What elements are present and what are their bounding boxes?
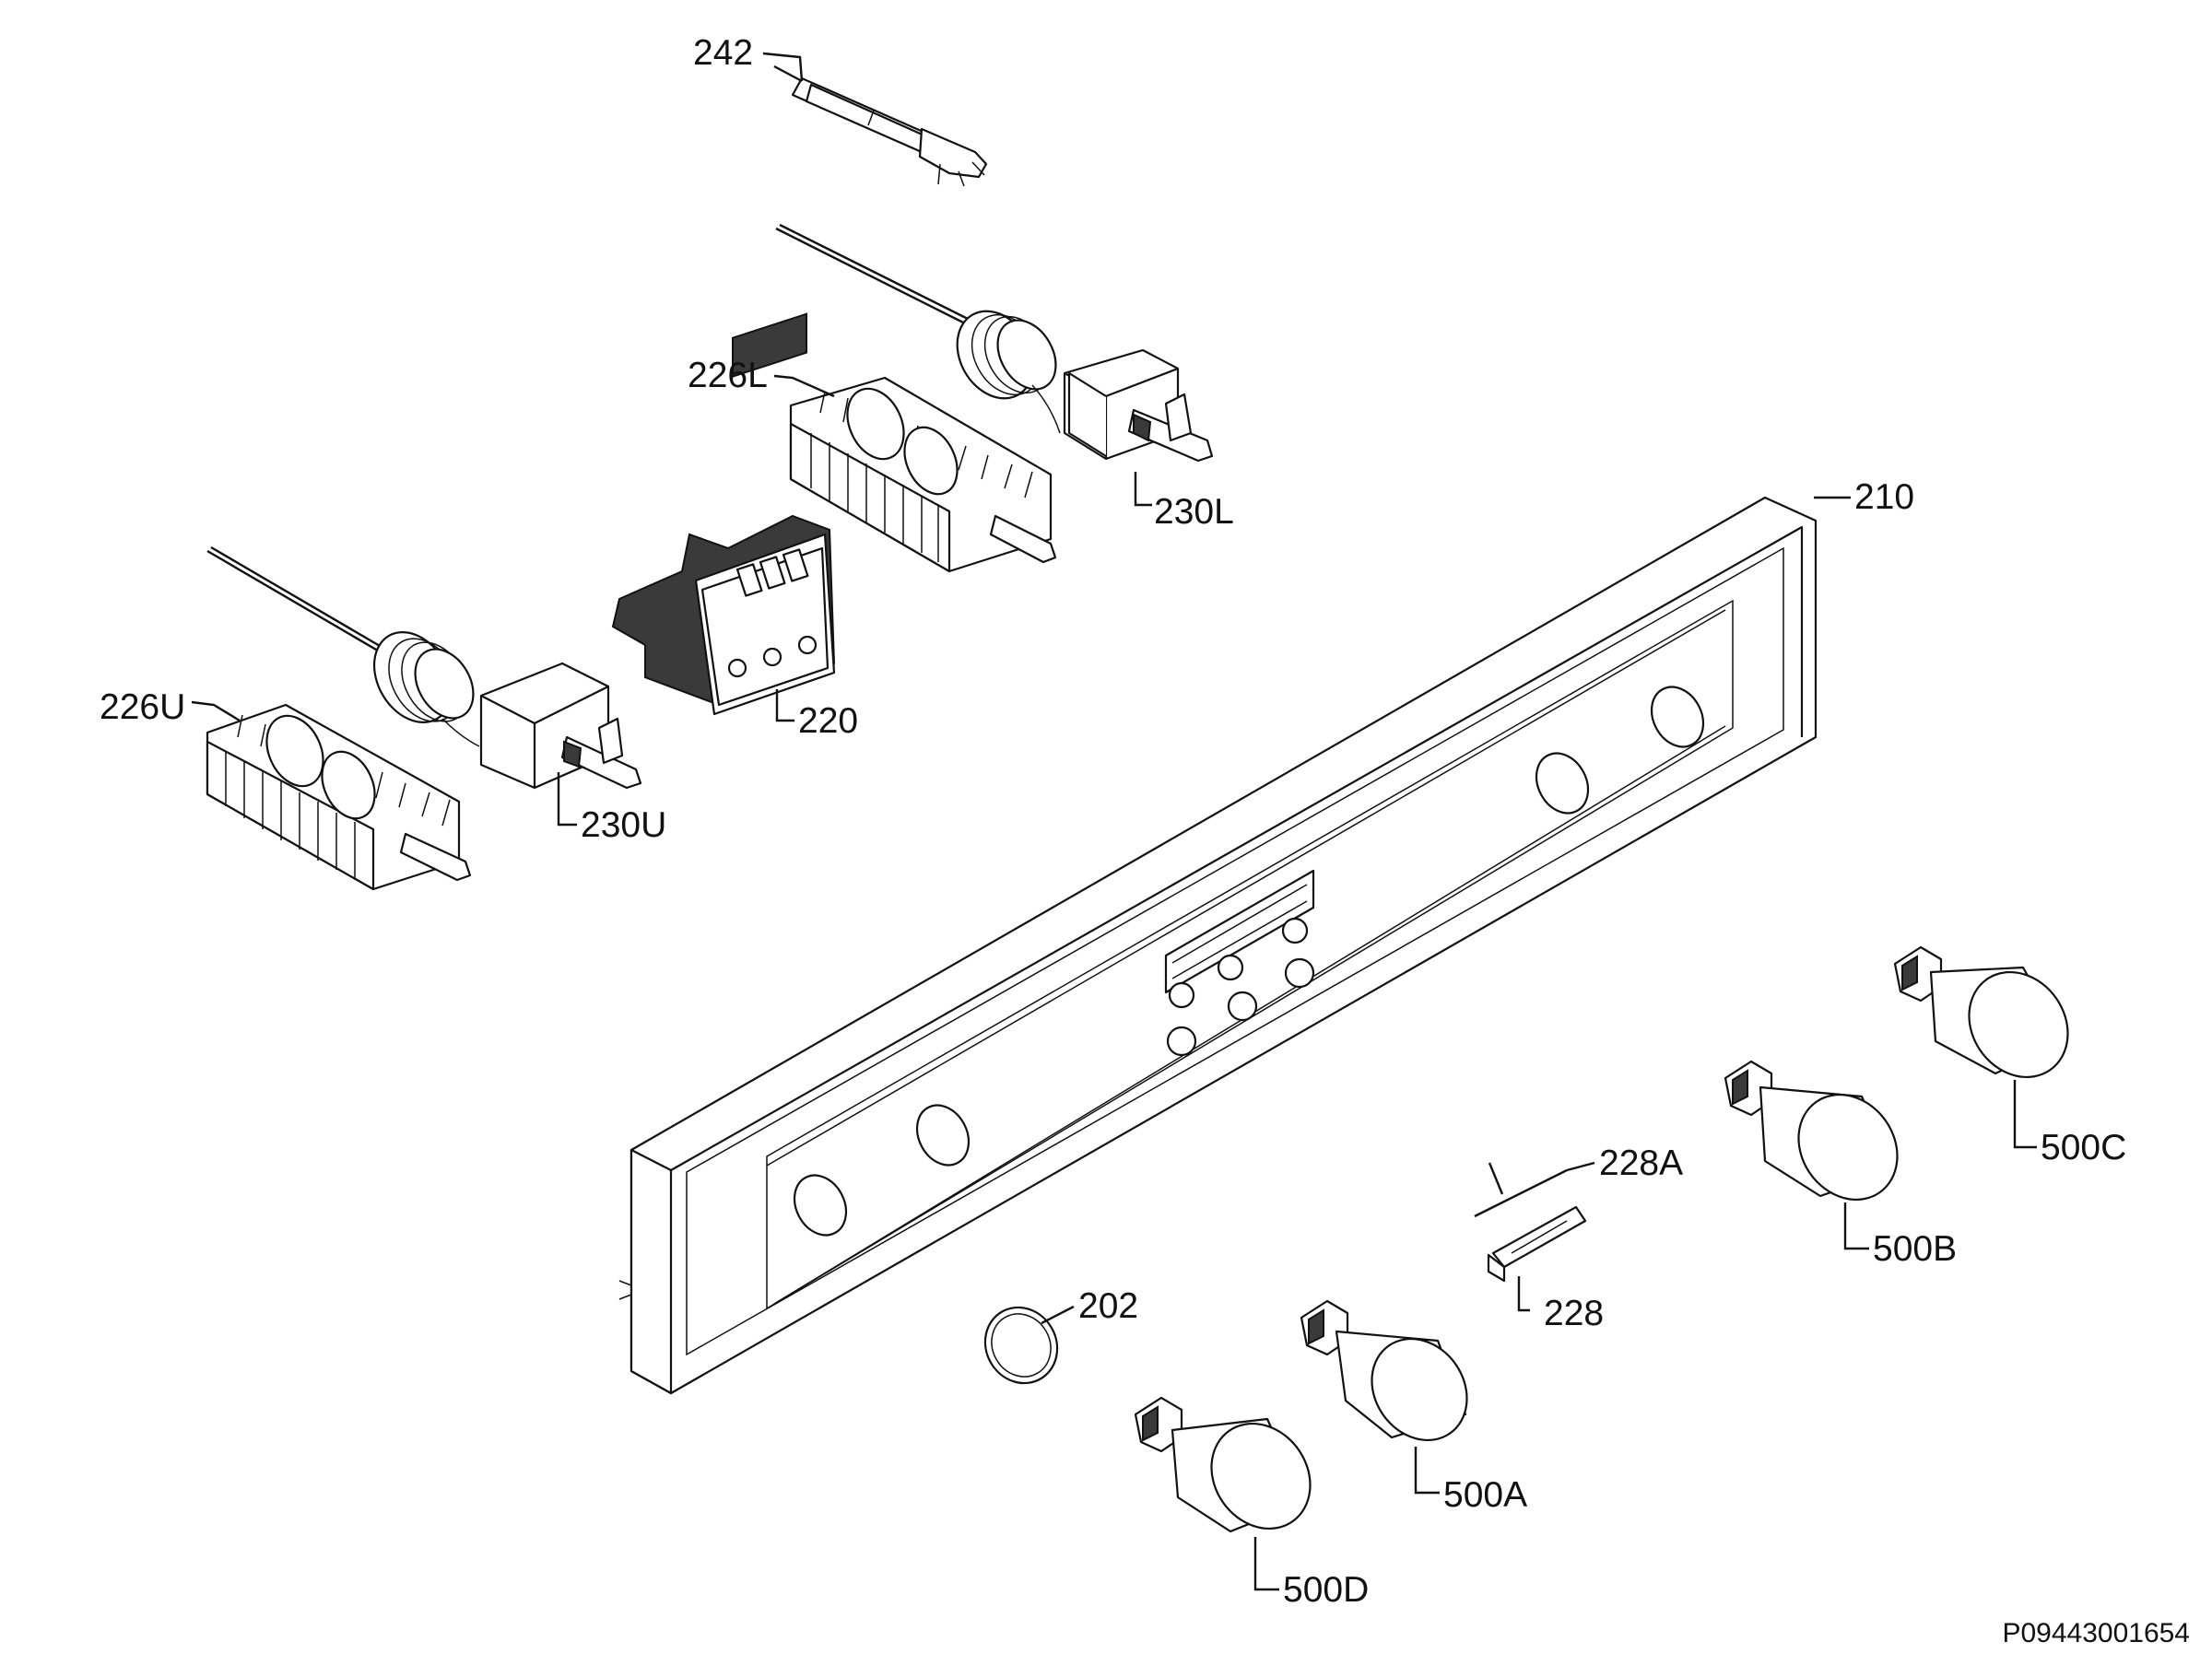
label-202: 202 [1078,1286,1138,1326]
label-226U: 226U [100,687,185,727]
timer-display-digits [735,548,809,597]
timer-button-2 [762,647,782,667]
part-228-switch [1487,1205,1587,1283]
part-500D-knob [1134,1396,1312,1533]
panel-button-5 [1217,954,1244,981]
document-number: P09443001654 [2002,1618,2190,1648]
timer-button-3 [797,635,818,655]
part-228A-pin [1474,1162,1568,1218]
leader-lines [191,52,2037,1591]
part-226U-selector-switch [206,703,472,891]
part-242-sensor [773,64,988,187]
label-500B: 500B [1873,1229,1957,1269]
panel-knob-hole-1 [793,1174,848,1237]
label-242: 242 [693,33,753,73]
label-228: 228 [1544,1294,1604,1333]
part-226L-selector-switch [789,376,1057,573]
panel-button-1 [1166,1026,1197,1057]
label-500D: 500D [1283,1570,1369,1610]
part-500B-knob [1724,1060,1899,1202]
part-500A-knob [1300,1299,1468,1442]
part-230L-thermostat [775,223,1214,463]
part-labels: 242 226L 230L 210 220 226U 230U 228A 228… [100,33,2126,1610]
panel-knob-hole-3 [1535,752,1590,815]
panel-knob-hole-4 [1650,686,1705,748]
timer-button-1 [727,658,747,678]
part-230U-thermostat [206,545,642,790]
label-500A: 500A [1443,1475,1527,1515]
label-230U: 230U [581,805,666,845]
panel-display-window [1164,869,1315,994]
panel-button-3 [1284,957,1315,989]
part-500C-knob [1893,945,2069,1079]
label-228A: 228A [1599,1143,1683,1183]
label-210: 210 [1854,477,1914,517]
part-220-electronic-timer [611,312,836,716]
panel-button-4 [1168,981,1195,1009]
label-226L: 226L [688,356,768,395]
panel-knob-hole-2 [915,1104,971,1167]
part-202-ring [983,1306,1059,1385]
label-220: 220 [798,701,858,741]
label-230L: 230L [1154,492,1234,532]
panel-button-2 [1227,991,1258,1022]
part-210-control-panel [618,496,1818,1395]
label-500C: 500C [2041,1128,2126,1167]
panel-button-6 [1281,917,1309,944]
